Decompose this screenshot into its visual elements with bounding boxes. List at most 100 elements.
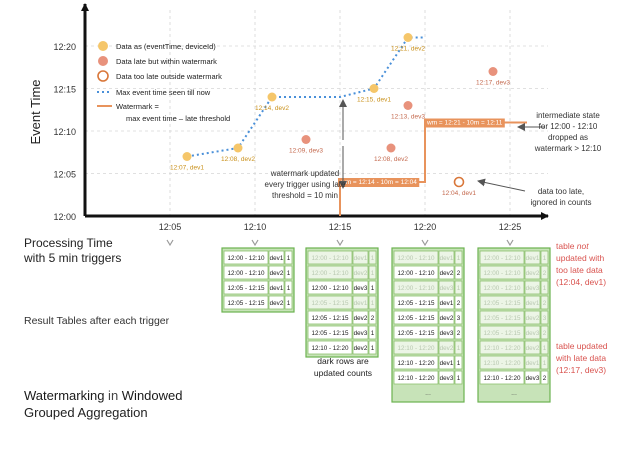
table-device-text: dev1 — [440, 255, 454, 262]
data-point — [233, 143, 243, 153]
dark-rows-line-2: updated counts — [314, 368, 372, 378]
trigger-chevron — [421, 239, 429, 247]
too-late-arrow — [477, 178, 526, 192]
too-late-line-2: ignored in counts — [531, 198, 592, 207]
watermark-label-bg — [338, 178, 420, 187]
table-window-text: 12:00 - 12:10 — [397, 255, 435, 262]
data-point-label: 12:04, dev1 — [442, 190, 476, 197]
table-device-text: dev2 — [270, 300, 284, 307]
data-point — [267, 92, 277, 102]
table-cell-device — [268, 265, 285, 280]
wm-updated-line-2: every trigger using late — [265, 180, 346, 189]
table-cell-device — [352, 325, 369, 340]
table-cell-window — [479, 325, 525, 340]
table-device-text: dev2 — [354, 345, 368, 352]
table-window-text: 12:10 - 12:20 — [483, 360, 521, 367]
data-point — [369, 84, 379, 93]
table-count-text: 2 — [371, 315, 375, 322]
data-point-late — [403, 101, 413, 110]
table-cell-device — [524, 370, 541, 385]
table-count-text: 1 — [371, 345, 375, 352]
table-device-text: dev2 — [440, 345, 454, 352]
data-point-too-late — [453, 176, 465, 188]
table-window-text: 12:05 - 12:15 — [311, 300, 349, 307]
watermark-label-bg — [424, 118, 505, 128]
table-cell-device — [268, 250, 285, 265]
table-cell-count — [368, 310, 377, 325]
table-ellipsis: ... — [511, 390, 517, 397]
table-cell-window — [479, 295, 525, 310]
table-cell-device — [352, 250, 369, 265]
table-cell-device — [524, 265, 541, 280]
intermediate-line-4: watermark > 12:10 — [534, 144, 602, 153]
table-count-text: 3 — [457, 315, 461, 322]
table-cell-window — [393, 310, 439, 325]
data-point-late — [301, 135, 311, 144]
wm-updated-line-3: threshold = 10 min — [272, 191, 338, 200]
table-cell-device — [524, 355, 541, 370]
trigger-chevron — [251, 239, 259, 247]
trigger-arrows — [166, 239, 514, 247]
processing-time-line-2: with 5 min triggers — [23, 251, 121, 265]
table-cell-count — [540, 265, 549, 280]
x-tick-label: 12:15 — [329, 222, 352, 232]
table-cell-count — [540, 340, 549, 355]
table-count-text: 1 — [371, 300, 375, 307]
table-device-text: dev2 — [526, 345, 540, 352]
data-point-late — [386, 143, 396, 153]
x-tick-label: 12:20 — [414, 222, 437, 232]
table-cell-window — [479, 370, 525, 385]
table-cell-window — [223, 280, 269, 295]
table-count-text: 1 — [287, 270, 291, 277]
table-window-text: 12:10 - 12:20 — [483, 345, 521, 352]
table-cell-window — [307, 340, 353, 355]
y-tick-label: 12:20 — [53, 42, 76, 52]
note-not-updated-table: table — [556, 241, 577, 251]
note-not-updated-line-4: (12:04, dev1) — [556, 277, 606, 287]
table-cell-window — [479, 250, 525, 265]
data-point-label: 12:15, dev1 — [357, 97, 391, 104]
data-point — [403, 33, 413, 42]
table-device-text: dev3 — [526, 375, 540, 382]
title-windowed: Windowed — [122, 388, 183, 403]
table-cell-device — [524, 295, 541, 310]
table-cell-device — [352, 265, 369, 280]
table-window-text: 12:00 - 12:10 — [311, 285, 349, 292]
table-cell-device — [438, 325, 455, 340]
table-cell-count — [368, 325, 377, 340]
table-count-text: 2 — [543, 375, 547, 382]
table-cell-device — [524, 325, 541, 340]
table-count-text: 2 — [457, 300, 461, 307]
table-device-text: dev2 — [440, 270, 454, 277]
data-point-label: 12:14, dev2 — [255, 105, 289, 112]
table-cell-window — [307, 280, 353, 295]
processing-time-line-1: Processing Time — [24, 236, 113, 250]
table-cell-device — [438, 370, 455, 385]
table-device-text: dev2 — [526, 270, 540, 277]
table-cell-count — [540, 250, 549, 265]
table-cell-device — [268, 295, 285, 310]
table-count-text: 2 — [543, 330, 547, 337]
note-not-updated-line-1: table not — [556, 241, 589, 251]
table-device-text: dev3 — [526, 285, 540, 292]
table-count-text: 1 — [371, 270, 375, 277]
table-window-text: 12:10 - 12:20 — [397, 345, 435, 352]
table-cell-count — [368, 340, 377, 355]
table-window-text: 12:00 - 12:10 — [397, 270, 435, 277]
table-device-text: dev2 — [526, 315, 540, 322]
table-cell-device — [352, 310, 369, 325]
table-count-text: 1 — [543, 285, 547, 292]
table-device-text: dev1 — [354, 300, 368, 307]
legend-label-toolate: Data too late outside watermark — [116, 72, 222, 81]
table-device-text: dev1 — [526, 255, 540, 262]
table-window-text: 12:00 - 12:10 — [227, 270, 265, 277]
table-device-text: dev3 — [440, 375, 454, 382]
table-cell-window — [393, 265, 439, 280]
table-cell-device — [524, 280, 541, 295]
data-point-label: 12:09, dev3 — [289, 148, 323, 155]
table-window-text: 12:05 - 12:15 — [227, 285, 265, 292]
table-cell-window — [307, 250, 353, 265]
